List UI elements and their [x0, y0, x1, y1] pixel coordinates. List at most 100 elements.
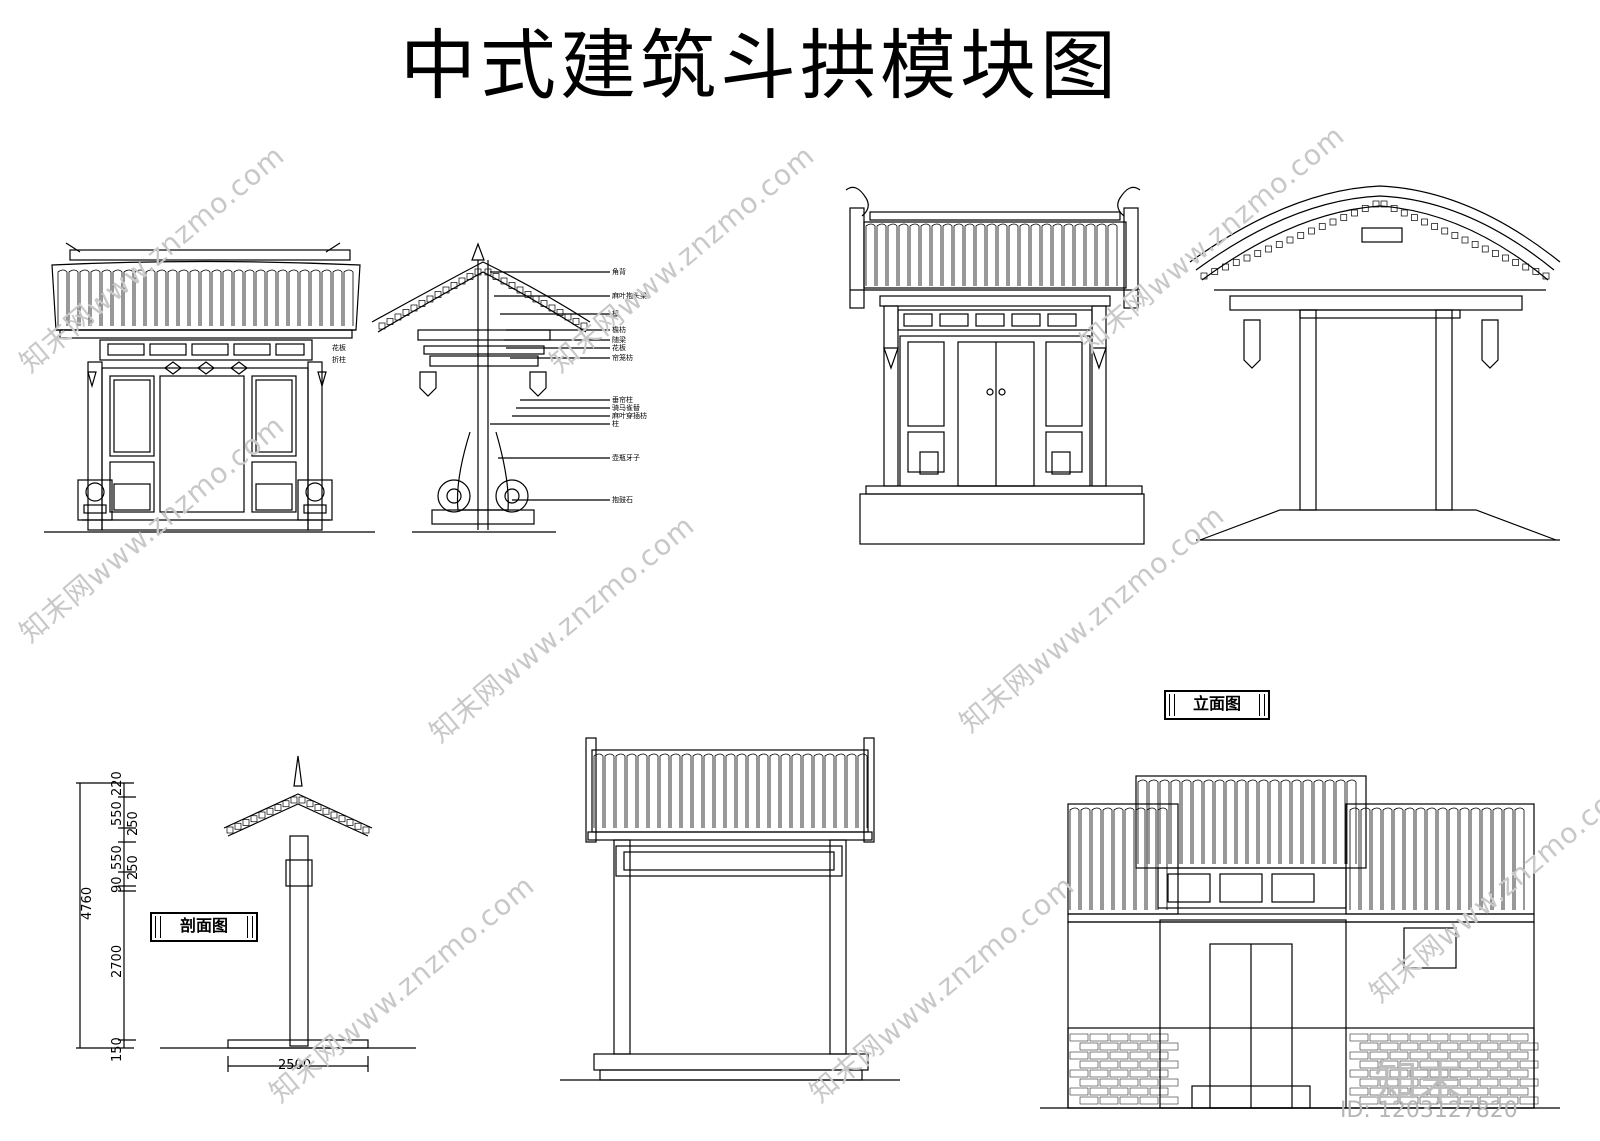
section-with-dimensions	[76, 755, 416, 1072]
roof-tile	[343, 269, 354, 326]
roof-tile-end	[418, 300, 426, 307]
roof-tile	[846, 753, 857, 828]
brick	[1119, 1096, 1139, 1105]
roof-tile	[1063, 223, 1074, 286]
brick	[1139, 1078, 1159, 1087]
roof-tile	[637, 753, 648, 828]
roof-tile	[189, 269, 200, 326]
brick	[1119, 1078, 1139, 1087]
dim-550b: 550	[110, 845, 125, 870]
brick	[1349, 1051, 1369, 1060]
brick	[1109, 1051, 1129, 1060]
roof-tile	[277, 269, 288, 326]
roof-tile-end	[1461, 236, 1469, 244]
brick	[1349, 1069, 1369, 1078]
brick	[1469, 1069, 1489, 1078]
brick	[1419, 1078, 1439, 1087]
roof-tile	[112, 269, 123, 326]
brick	[1069, 1033, 1089, 1042]
roof-tile	[1404, 807, 1415, 910]
roof-tile-end	[234, 822, 242, 830]
brick	[1089, 1087, 1109, 1096]
roof-tile	[1324, 779, 1335, 864]
roof-tile-end	[1411, 214, 1418, 221]
gate-side-section	[371, 242, 610, 533]
brick	[1429, 1051, 1449, 1060]
label-zhu: 柱	[612, 420, 619, 428]
roof-tile-end	[1232, 259, 1240, 266]
roof-tile	[1030, 223, 1041, 286]
brick	[1399, 1096, 1419, 1105]
roof-tile	[1236, 779, 1247, 864]
brick	[1109, 1069, 1129, 1078]
brick	[1129, 1051, 1149, 1060]
gate-elevation-a	[845, 186, 1145, 545]
roof-tile-end	[524, 291, 532, 298]
roof-tile	[593, 753, 604, 828]
brick	[1349, 1033, 1369, 1042]
roof-tile	[997, 223, 1008, 286]
roof-tile-end	[282, 800, 290, 808]
roof-tile	[1437, 807, 1448, 910]
roof-tile	[1124, 807, 1135, 910]
roof-tile	[79, 269, 90, 326]
roof-tile-end	[500, 277, 508, 285]
roof-tile	[1470, 807, 1481, 910]
gate-front-elevation	[44, 242, 375, 533]
roof-tile-end	[1522, 263, 1530, 271]
roof-tile-end	[1390, 205, 1398, 212]
roof-tile-end	[1400, 209, 1408, 217]
brick	[1419, 1096, 1439, 1105]
roof-tile	[1481, 807, 1492, 910]
roof-tile	[626, 753, 637, 828]
brick	[1379, 1060, 1399, 1069]
brick	[1149, 1033, 1169, 1042]
roof-tile	[167, 269, 178, 326]
roof-tile	[964, 223, 975, 286]
roof-tile-end	[1254, 250, 1262, 257]
roof-tile	[1181, 779, 1192, 864]
roof-tile	[876, 223, 887, 286]
roof-tile-end	[1542, 272, 1550, 280]
roof-tile	[865, 223, 876, 286]
roof-tile	[1085, 223, 1096, 286]
roof-tile	[1503, 807, 1514, 910]
brick	[1439, 1042, 1459, 1051]
brick	[1449, 1069, 1469, 1078]
brick	[1479, 1042, 1499, 1051]
label-hupingyazi: 壶瓶牙子	[612, 454, 640, 462]
brick	[1139, 1042, 1159, 1051]
roof-tile	[835, 753, 846, 828]
roof-tile-end	[1512, 259, 1519, 266]
brick	[1399, 1060, 1419, 1069]
roof-tile-end	[508, 282, 516, 289]
roof-tile-end	[516, 286, 524, 294]
roof-tile	[953, 223, 964, 286]
roof-tile-end	[298, 796, 306, 804]
brick	[1359, 1078, 1379, 1087]
brick	[1369, 1033, 1389, 1042]
roof-tile	[1492, 807, 1503, 910]
brick	[1469, 1051, 1489, 1060]
roof-tile	[1137, 779, 1148, 864]
dim-550a: 550	[110, 801, 125, 826]
brick	[1499, 1078, 1519, 1087]
brick	[1519, 1042, 1539, 1051]
roof-tile	[134, 269, 145, 326]
roof-tile-end	[410, 304, 418, 312]
brick	[1429, 1087, 1449, 1096]
roof-tile-end	[1340, 214, 1348, 221]
roof-tile	[1360, 807, 1371, 910]
brick	[1459, 1060, 1479, 1069]
roof-tile	[1302, 779, 1313, 864]
roof-tile-end	[434, 291, 442, 298]
brick	[1079, 1060, 1099, 1069]
roof-tile	[1225, 779, 1236, 864]
roof-tile	[1135, 807, 1146, 910]
roof-tile	[1074, 223, 1085, 286]
roof-tile	[1415, 807, 1426, 910]
brick	[1499, 1060, 1519, 1069]
brick	[1449, 1051, 1469, 1060]
brick	[1509, 1051, 1529, 1060]
brick	[1129, 1069, 1149, 1078]
